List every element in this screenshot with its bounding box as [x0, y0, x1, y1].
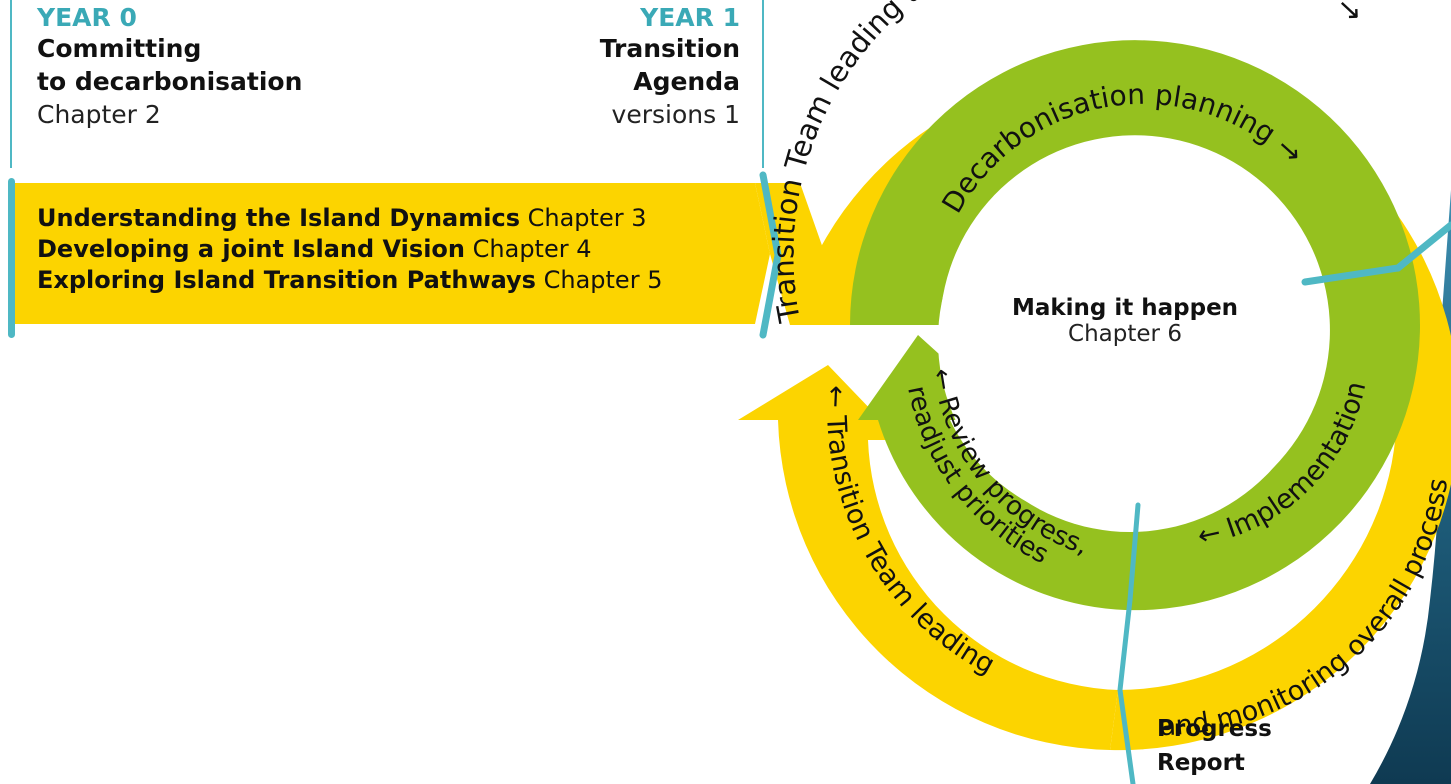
banner-item-chapter: Chapter 3: [527, 204, 647, 232]
milestone-year1: YEAR 1 Transition Agenda versions 1: [490, 4, 740, 131]
progress-report-line2: Report: [1157, 750, 1245, 776]
banner-left-edge: [8, 178, 15, 338]
year1-label: YEAR 1: [640, 3, 740, 32]
banner-item-chapter: Chapter 5: [543, 266, 663, 294]
center-title: Making it happen: [1011, 295, 1239, 321]
year1-title-line1: Transition: [599, 34, 740, 63]
sea-image: [1370, 190, 1451, 784]
banner-item-title: Developing a joint Island Vision: [37, 235, 465, 263]
year0-label: YEAR 0: [37, 3, 137, 32]
milestone-year0: YEAR 0 Committing to decarbonisation Cha…: [37, 4, 357, 131]
center-circle: [938, 148, 1322, 532]
banner-item-title: Exploring Island Transition Pathways: [37, 266, 536, 294]
inner-return-arrow: [858, 335, 1125, 610]
inner-ring: [850, 40, 1420, 611]
banner-item: Understanding the Island Dynamics Chapte…: [37, 203, 662, 234]
phase-banner-text: Understanding the Island Dynamics Chapte…: [37, 203, 662, 296]
outer-ring-join: [755, 183, 850, 325]
year1-chapter: versions 1: [611, 100, 740, 129]
progress-report: Progress Report: [1157, 712, 1272, 780]
progress-report-line1: Progress: [1157, 716, 1272, 742]
year0-title-line1: Committing: [37, 34, 202, 63]
divider-right: [1301, 221, 1451, 286]
divider-bottom: [1117, 502, 1141, 784]
banner-item: Exploring Island Transition Pathways Cha…: [37, 265, 662, 296]
cycle-center: Making it happen Chapter 6: [990, 295, 1260, 347]
outer-return-arrow: [738, 365, 1118, 750]
year0-chapter: Chapter 2: [37, 100, 161, 129]
divider-banner-end: [759, 171, 782, 339]
year0-title-line2: to decarbonisation: [37, 67, 303, 96]
banner-item-title: Understanding the Island Dynamics: [37, 204, 520, 232]
banner-item-chapter: Chapter 4: [472, 235, 592, 263]
year1-title-line2: Agenda: [633, 67, 740, 96]
banner-item: Developing a joint Island Vision Chapter…: [37, 234, 662, 265]
phase-banner: [14, 183, 770, 324]
center-chapter: Chapter 6: [1068, 321, 1182, 347]
